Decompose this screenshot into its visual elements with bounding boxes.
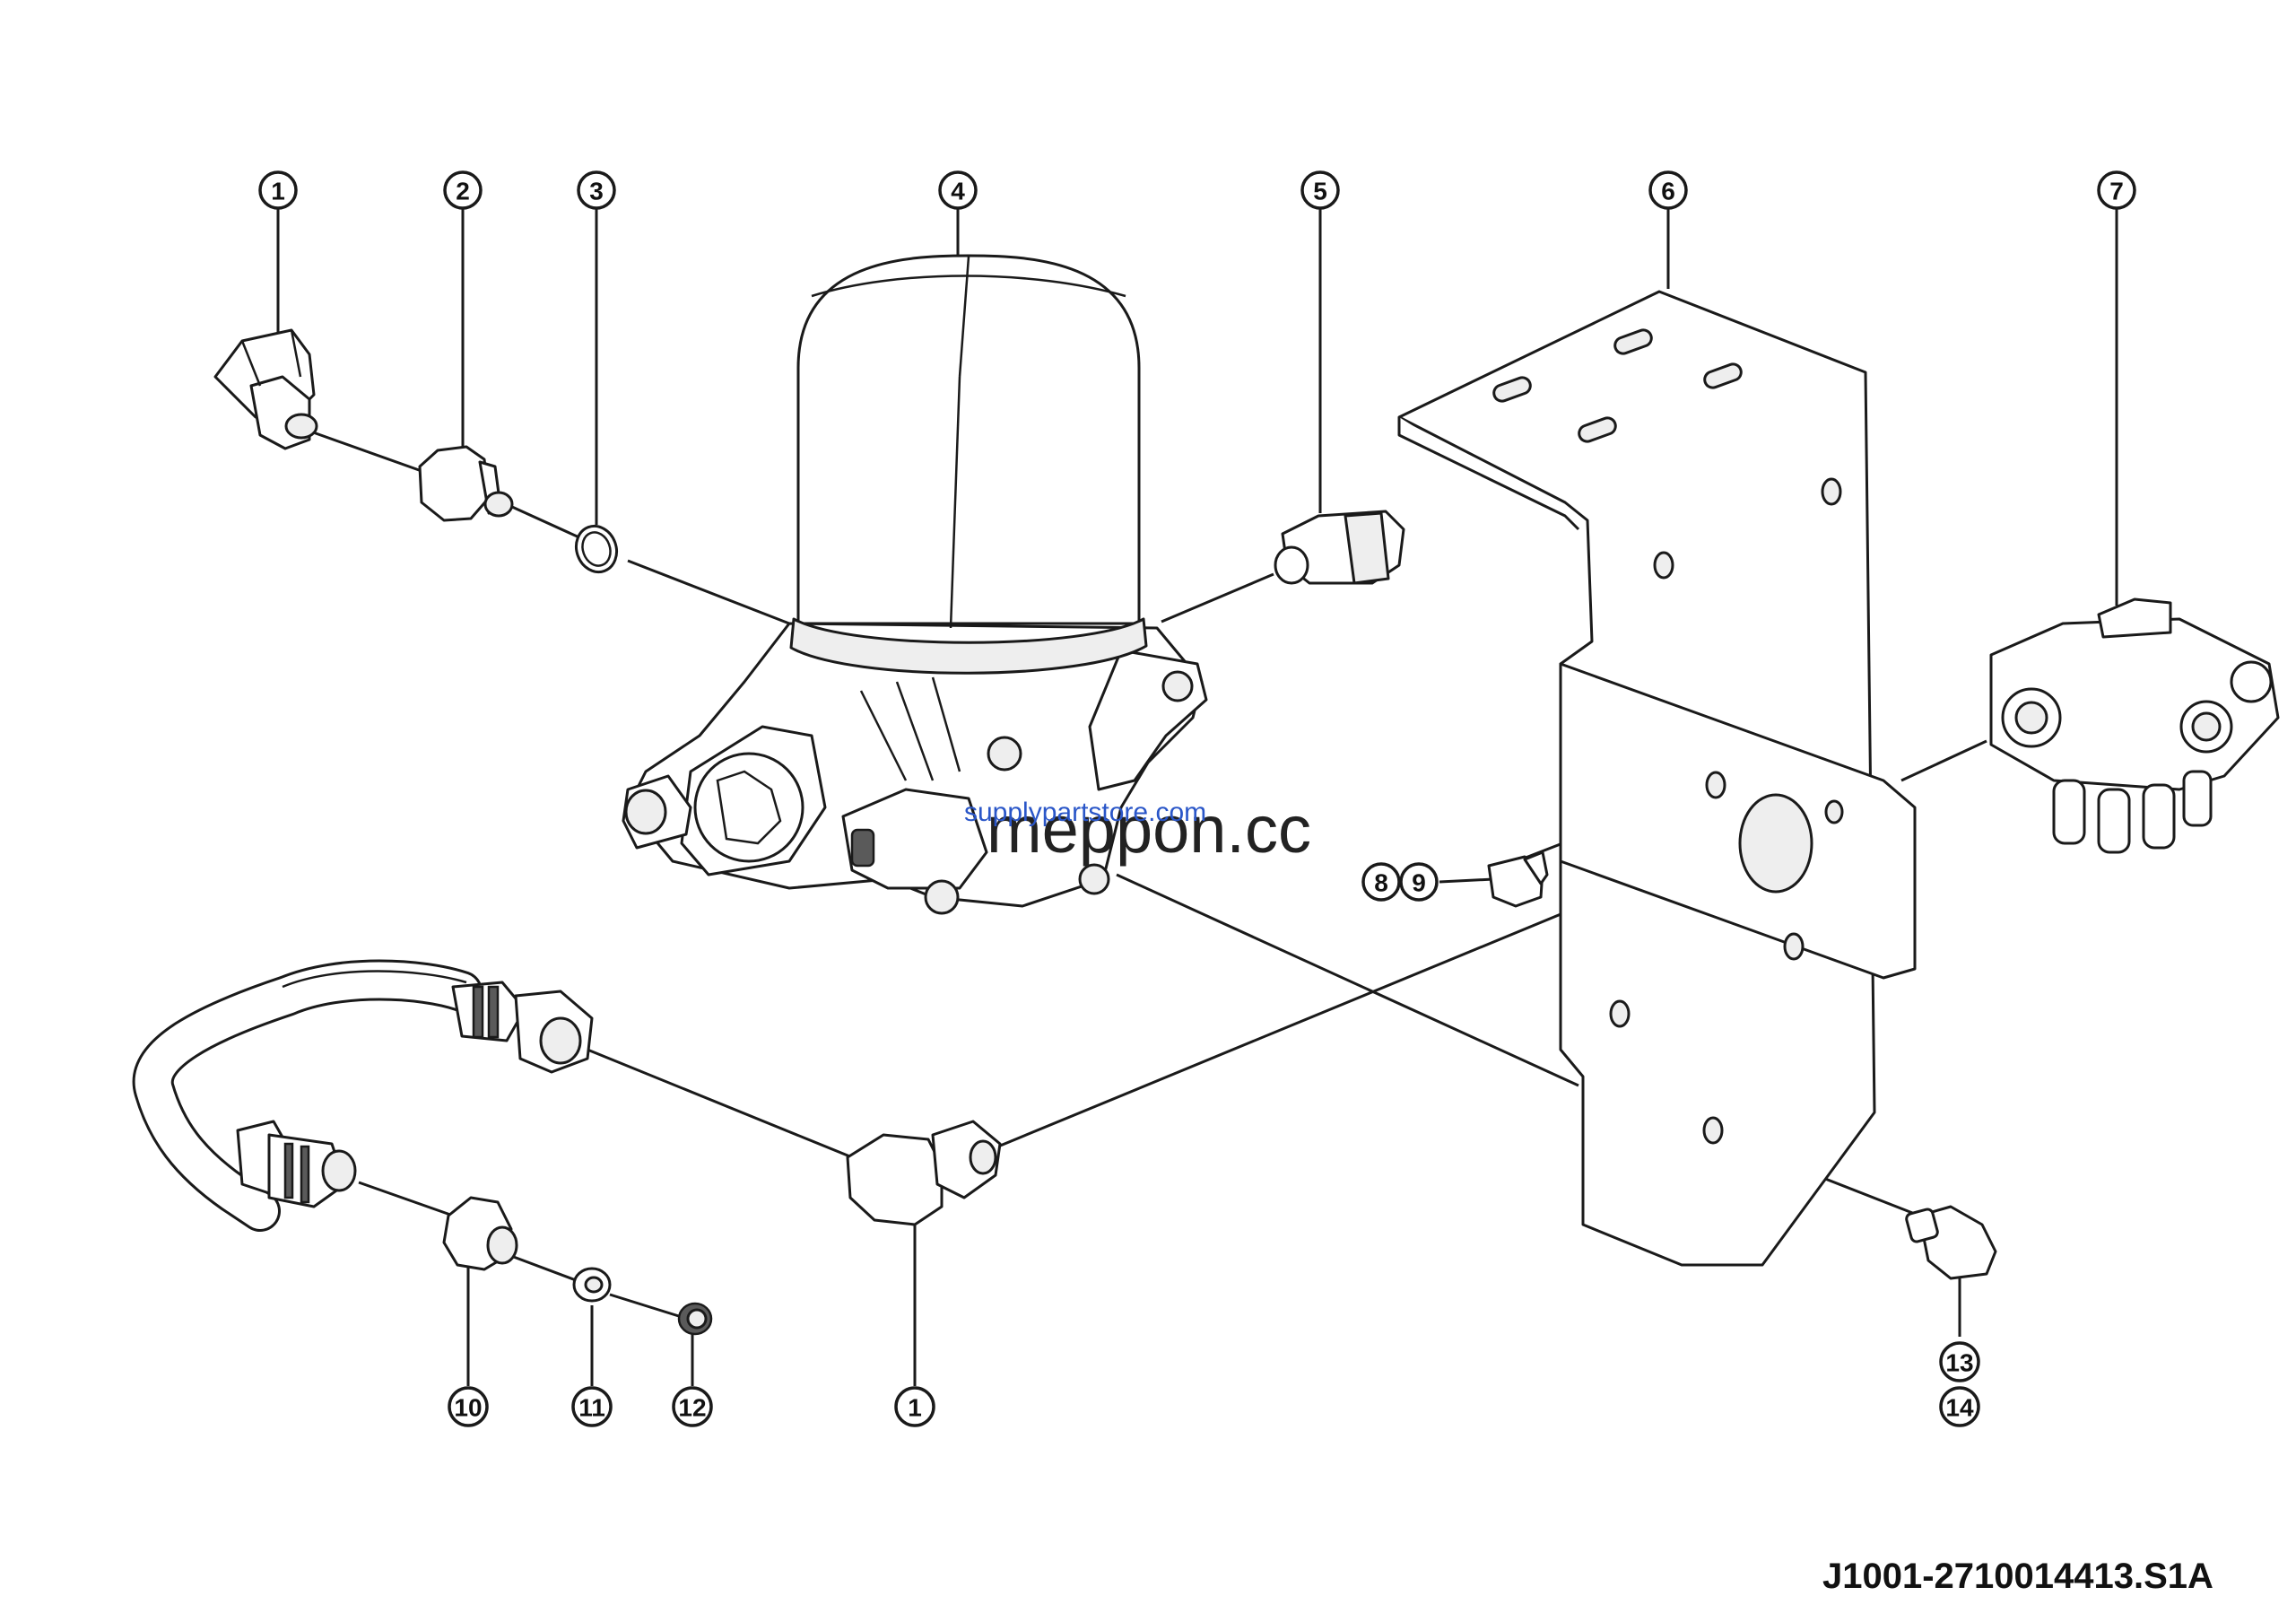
callout-10: 10 [448,1386,489,1427]
hose-assembly [132,959,594,1232]
watermark-secondary: supplypartstore.com [964,798,1206,827]
svg-text:2: 2 [456,178,470,205]
drawing-reference-code: J1001-2710014413.S1A [1822,1557,2213,1596]
air-dryer-assembly [622,254,1208,915]
watermark-primary: meppon.cc [987,792,1311,867]
callout-12: 12 [672,1386,713,1427]
svg-text:6: 6 [1661,178,1675,205]
sensor-fitting [1274,510,1405,585]
callout-1-top: 1 [258,170,298,210]
svg-text:14: 14 [1945,1394,1974,1422]
svg-text:9: 9 [1412,869,1426,897]
svg-text:13: 13 [1945,1349,1973,1377]
callout-6: 6 [1648,170,1688,210]
adapter-fitting [418,445,514,522]
svg-text:12: 12 [678,1394,706,1422]
callout-8: 8 [1361,862,1401,902]
bolt-small [1487,850,1549,908]
svg-text:7: 7 [2109,178,2124,205]
callout-7: 7 [2097,170,2136,210]
callout-2: 2 [443,170,483,210]
svg-text:1: 1 [908,1394,922,1422]
mounting-bracket [1397,290,1917,1267]
washer [572,1267,612,1303]
callout-13: 13 [1939,1341,1980,1382]
svg-text:8: 8 [1374,869,1388,897]
callout-11: 11 [571,1386,613,1427]
flange-bolt [1905,1205,1997,1280]
svg-text:4: 4 [951,178,965,205]
elbow-fitting-top [213,328,318,450]
svg-text:3: 3 [589,178,604,205]
callout-3: 3 [577,170,616,210]
svg-text:11: 11 [578,1394,605,1422]
svg-text:1: 1 [271,178,285,205]
callout-9: 9 [1399,862,1439,902]
relay-valve [1989,597,2280,854]
callout-5: 5 [1300,170,1340,210]
svg-text:5: 5 [1313,178,1327,205]
hex-adapter [442,1196,518,1271]
cap-plug [677,1302,713,1336]
callout-14: 14 [1939,1386,1980,1427]
svg-text:10: 10 [454,1394,482,1422]
callout-4: 4 [938,170,978,210]
callout-1-bottom: 1 [894,1386,935,1427]
elbow-fitting-bottom [846,1120,1002,1226]
o-ring [574,524,619,574]
